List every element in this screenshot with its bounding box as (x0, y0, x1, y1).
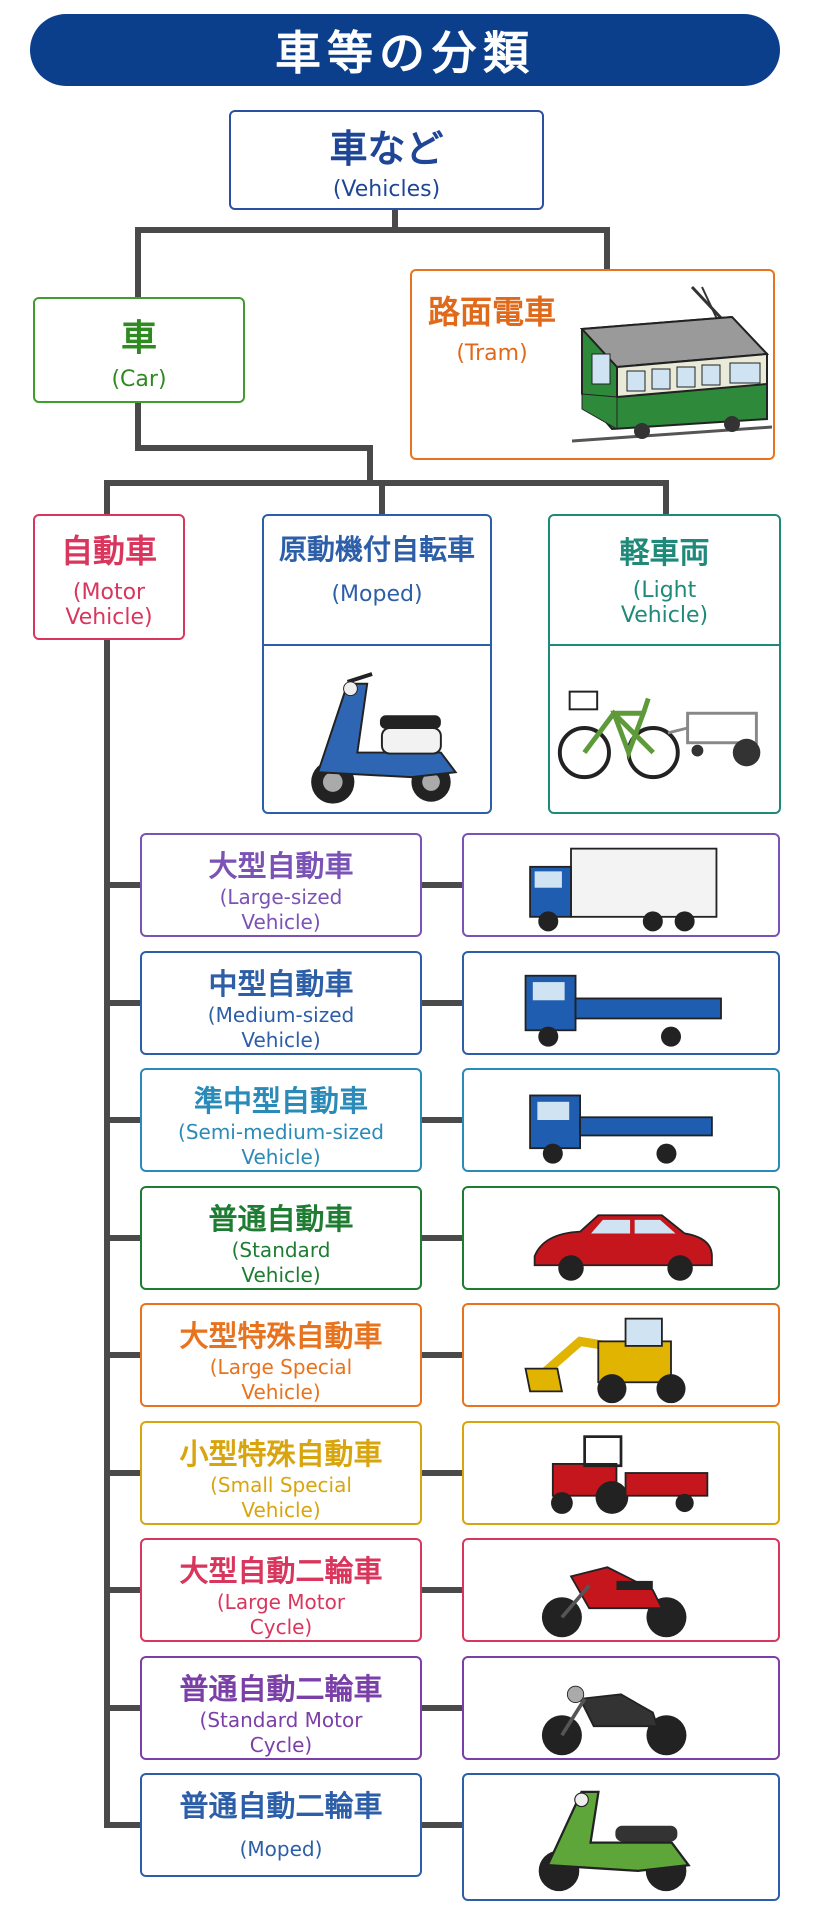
subtype-branch-line (104, 1235, 140, 1241)
subtype-en-label-1: (Semi-medium-sized (178, 1120, 384, 1144)
moped-en-label: (Moped) (331, 582, 423, 607)
subtype-en-label-1: (Standard Motor (199, 1708, 363, 1732)
connector-car-down (135, 403, 141, 451)
subtype-en-label-2: Vehicle) (241, 1498, 321, 1522)
light-en-label-1: (Light (632, 578, 697, 603)
tram-jp-label: 路面電車 (427, 293, 556, 331)
subtype-jp-label: 大型特殊自動車 (179, 1319, 383, 1353)
subtype-branch-line (104, 1470, 140, 1476)
page-title: 車等の分類 (30, 14, 780, 86)
subtype-en-label-1: (Small Special (210, 1473, 352, 1497)
subtype-en-label-2: Cycle) (249, 1733, 313, 1757)
subtype-en-label-2: Vehicle) (241, 1145, 321, 1169)
subtype-en-label-2: Vehicle) (241, 1028, 321, 1052)
light-jp-label: 軽車両 (619, 536, 710, 571)
wheel-loader-icon (462, 1303, 780, 1407)
subtype-image-connector (422, 1000, 462, 1006)
subtype-en-label-1: (Large Motor (216, 1590, 346, 1614)
tram-box: 路面電車 (Tram) (410, 269, 775, 460)
light-vehicle-category-box: 軽車両 (Light Vehicle) (548, 514, 781, 814)
subtype-jp-label: 普通自動二輪車 (179, 1789, 383, 1823)
connector-to-light (663, 480, 669, 514)
subtype-en-label-2: Vehicle) (241, 1380, 321, 1404)
connector-to-tram (604, 227, 610, 269)
root-en-label: (Vehicles) (332, 177, 441, 202)
subtype-en-label-1: (Large-sized (219, 885, 343, 909)
connector-car-drop (367, 445, 373, 483)
subtype-image-connector (422, 1470, 462, 1476)
subtype-en-label-1: (Moped) (239, 1837, 323, 1861)
semi-medium-truck-icon (462, 1068, 780, 1172)
subtype-jp-label: 小型特殊自動車 (179, 1437, 383, 1471)
motor-trunk-line (104, 640, 110, 1822)
tram-en-label: (Tram) (456, 341, 528, 366)
subtype-branch-line (104, 1117, 140, 1123)
subtype-jp-label: 中型自動車 (208, 967, 354, 1001)
subtype-image-connector (422, 1587, 462, 1593)
standard-motorcycle-icon (462, 1656, 780, 1760)
connector-root-horizontal (135, 227, 610, 233)
subtype-image-connector (422, 1822, 462, 1828)
car-jp-label: 車 (120, 318, 157, 359)
tractor-icon (462, 1421, 780, 1525)
subtype-jp-label: 普通自動二輪車 (179, 1672, 383, 1706)
subtype-image-connector (422, 1117, 462, 1123)
light-en-label-2: Vehicle) (620, 603, 709, 629)
subtype-jp-label: 普通自動車 (208, 1202, 354, 1236)
subtype-en-label-1: (Standard (231, 1238, 331, 1262)
sedan-icon (462, 1186, 780, 1290)
subtype-en-label-1: (Large Special (209, 1355, 353, 1379)
large-truck-icon (462, 833, 780, 937)
subtype-image-connector (422, 1235, 462, 1241)
subtype-branch-line (104, 1352, 140, 1358)
motor-en-label-1: (Motor (72, 580, 146, 605)
subtype-branch-line (104, 1705, 140, 1711)
moped-jp-label: 原動機付自転車 (278, 533, 475, 566)
subtype-jp-label: 大型自動車 (208, 849, 354, 883)
subtype-image-connector (422, 1705, 462, 1711)
tram-icon (571, 279, 773, 454)
medium-truck-icon (462, 951, 780, 1055)
car-box: 車 (Car) (33, 297, 245, 403)
motor-jp-label: 自動車 (60, 532, 157, 570)
subtype-jp-label: 準中型自動車 (193, 1084, 368, 1118)
subtype-en-label-2: Cycle) (249, 1615, 313, 1639)
motor-vehicle-box: 自動車 (Motor Vehicle) (33, 514, 185, 640)
connector-to-moped (379, 480, 385, 514)
root-vehicles-box: 車など (Vehicles) (229, 110, 544, 210)
moped-category-box: 原動機付自転車 (Moped) (262, 514, 492, 814)
subtype-image-connector (422, 1352, 462, 1358)
subtype-en-label-2: Vehicle) (241, 1263, 321, 1287)
subtype-jp-label: 大型自動二輪車 (179, 1554, 383, 1588)
subtype-en-label-2: Vehicle) (241, 910, 321, 934)
scooter-icon (264, 644, 490, 812)
car-en-label: (Car) (111, 367, 167, 392)
connector-categories-horizontal (104, 480, 669, 486)
green-scooter-icon (462, 1773, 780, 1901)
subtype-label-box: 普通自動二輪車 (Moped) (140, 1773, 422, 1877)
bicycle-and-cart-icon (550, 644, 779, 812)
connector-to-car (135, 227, 141, 297)
connector-car-horizontal (135, 445, 373, 451)
subtype-branch-line (104, 1587, 140, 1593)
large-motorcycle-icon (462, 1538, 780, 1642)
root-jp-label: 車など (329, 127, 444, 171)
subtype-image-connector (422, 882, 462, 888)
subtype-branch-line (104, 1822, 140, 1828)
subtype-branch-line (104, 1000, 140, 1006)
connector-to-motor (104, 480, 110, 514)
connector-root-down (392, 210, 398, 230)
motor-en-label-2: Vehicle) (65, 605, 153, 631)
subtype-branch-line (104, 882, 140, 888)
subtype-en-label-1: (Medium-sized (207, 1003, 355, 1027)
